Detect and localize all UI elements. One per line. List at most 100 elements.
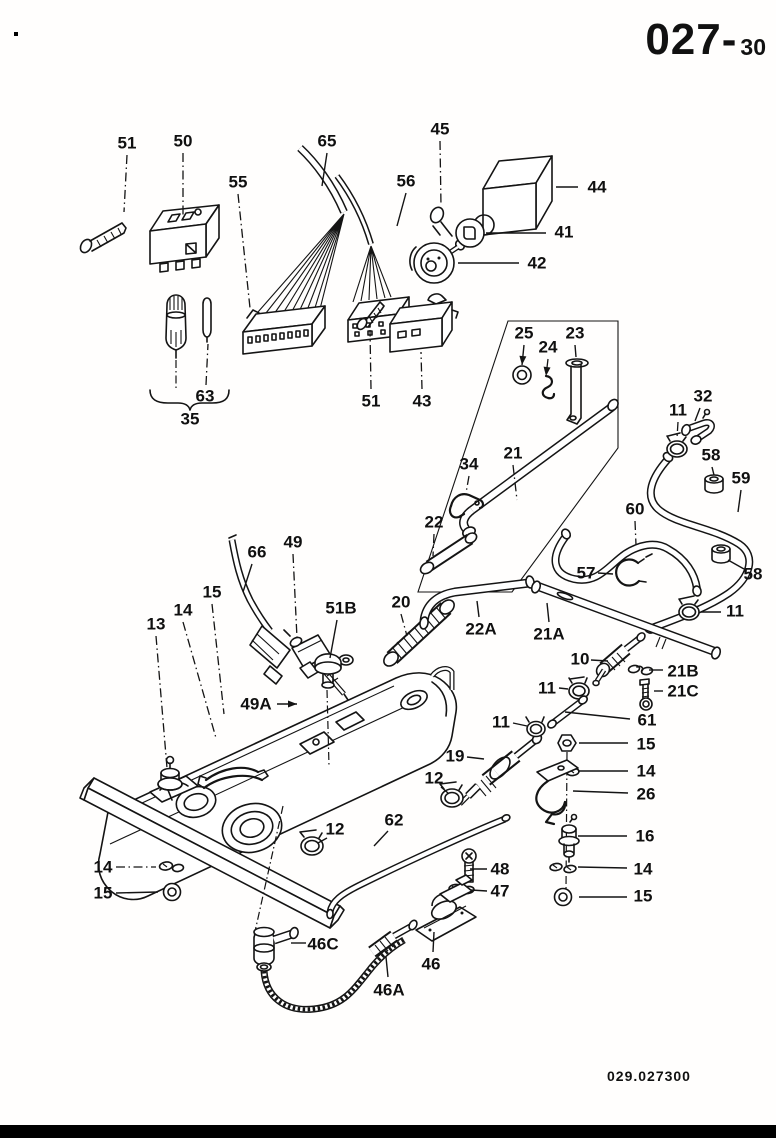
page-number-sub: 30 (740, 34, 766, 61)
callout-42: 42 (527, 253, 547, 273)
callout-15: 15 (202, 582, 222, 602)
part-14-washers-b (549, 862, 577, 874)
callout-15: 15 (636, 734, 656, 754)
part-26-bracket (535, 759, 579, 826)
callout-13: 13 (146, 614, 166, 634)
part-51b-cap (314, 653, 354, 689)
leader-15 (115, 891, 159, 894)
leader-65 (321, 152, 328, 187)
bottom-bar (0, 1125, 776, 1138)
leader-11 (558, 687, 569, 690)
callout-20: 20 (391, 592, 411, 612)
callout-49a: 49A (240, 694, 272, 714)
callout-11: 11 (492, 712, 510, 732)
leader-19 (466, 756, 485, 760)
part-11-clamp-pump (525, 716, 546, 738)
part-21a-pipe (530, 580, 722, 660)
leader-20 (400, 613, 408, 637)
leader-arrowhead (288, 700, 297, 708)
leader-63 (205, 343, 209, 386)
callout-62: 62 (384, 810, 404, 830)
callout-10: 10 (570, 649, 590, 669)
leader-60 (634, 520, 637, 546)
callout-25: 25 (514, 323, 534, 343)
part-43-relay (389, 293, 459, 353)
callout-11: 11 (726, 601, 744, 621)
leader-62 (373, 830, 389, 847)
callout-15: 15 (93, 883, 113, 903)
part-24-hook (541, 374, 556, 400)
leader-11 (676, 421, 679, 439)
callout-56: 56 (396, 171, 416, 191)
callout-14: 14 (93, 857, 113, 877)
part-46-sender (415, 874, 477, 942)
part-50-relay (149, 204, 220, 273)
callout-12: 12 (325, 819, 345, 839)
part-13-mount (157, 755, 183, 801)
part-62-hose (326, 813, 511, 920)
leader-14 (182, 621, 217, 739)
leader-59 (737, 489, 742, 513)
leader-43 (420, 351, 423, 390)
callout-35: 35 (180, 409, 200, 429)
part-15-nut-a (557, 734, 577, 752)
part-32-elbow (680, 408, 715, 445)
part-tank-fittings (149, 766, 283, 854)
callout-59: 59 (731, 468, 751, 488)
callout-46c: 46C (307, 934, 339, 954)
part-11-clamp-mid (568, 676, 590, 700)
callout-47: 47 (490, 881, 510, 901)
part-14-hook-left (158, 861, 185, 873)
leader-51 (123, 154, 128, 213)
callout-21a: 21A (533, 624, 565, 644)
part-23-bracket (565, 358, 589, 425)
part-22-hose (419, 532, 478, 575)
leader-23 (574, 344, 577, 358)
part-11-clamp-top (666, 432, 688, 458)
part-12-clamp-a (439, 781, 464, 808)
leader-56 (396, 192, 407, 227)
callout-21: 21 (503, 443, 523, 463)
callout-46: 46 (421, 954, 441, 974)
part-51-screw-b (356, 301, 385, 331)
leader-55 (237, 193, 251, 309)
callout-14: 14 (636, 761, 656, 781)
part-45-bulb (429, 206, 453, 237)
part-57-clamp (615, 553, 653, 587)
callout-14: 14 (633, 859, 653, 879)
callout-19: 19 (445, 746, 465, 766)
leader-21a (546, 602, 550, 623)
part-10-valve (592, 632, 646, 687)
brace-35 (149, 360, 230, 411)
leader-22a (476, 600, 480, 618)
part-48-bolt (461, 848, 477, 883)
part-15-nut-left (162, 882, 182, 902)
leader-10 (590, 659, 609, 662)
callout-22a: 22A (465, 619, 497, 639)
leader-lines (115, 140, 745, 978)
callout-45: 45 (430, 119, 450, 139)
part-15-nut-b (553, 887, 573, 907)
registration-dot (14, 32, 18, 36)
part-21c-bolt (639, 678, 653, 711)
callout-22: 22 (424, 512, 444, 532)
part-55-connector (242, 305, 326, 355)
callout-58: 58 (743, 564, 763, 584)
part-66-cable (228, 534, 291, 685)
part-51-screw (79, 222, 127, 254)
leader-34 (465, 475, 470, 494)
leader-58 (711, 466, 715, 476)
callout-46a: 46A (373, 980, 405, 1000)
leader-11 (512, 722, 528, 727)
leader-arrowhead (519, 355, 527, 365)
callout-51b: 51B (325, 598, 357, 618)
construction-line-51b (326, 689, 330, 767)
leader-58 (727, 559, 745, 570)
part-11-clamp-right (678, 595, 700, 621)
leader-46 (432, 931, 435, 953)
leader-26 (572, 790, 629, 794)
leader-14 (577, 866, 628, 869)
part-58-grommet-top (704, 474, 724, 494)
part-22a-pipe (419, 575, 535, 630)
